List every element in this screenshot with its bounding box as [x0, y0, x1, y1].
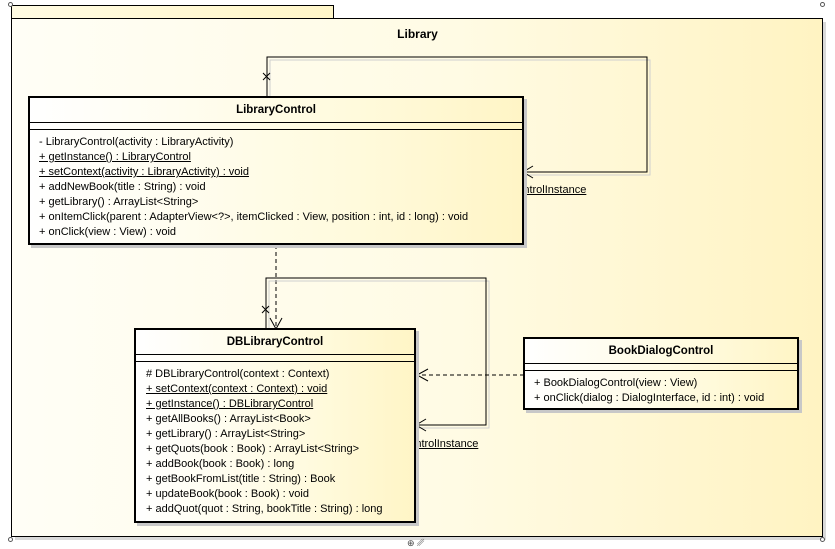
- db-self-association: [265, 277, 487, 426]
- operation: + onClick(dialog : DialogInterface, id :…: [534, 392, 765, 404]
- selection-handle-bottom-right[interactable]: [820, 537, 825, 542]
- book-dialog-to-db-dependency-arrow: [415, 368, 429, 382]
- operation: + getLibrary() : ArrayList<String>: [146, 428, 306, 440]
- operation: + getQuots(book : Book) : ArrayList<Stri…: [146, 443, 360, 455]
- library-self-association: [266, 56, 648, 173]
- db-self-association-x-mark: [261, 305, 270, 314]
- operation: + addNewBook(title : String) : void: [39, 181, 206, 193]
- selection-handle-top-left[interactable]: [8, 2, 13, 7]
- operations-compartment: + BookDialogControl(view : View) + onCli…: [525, 371, 797, 406]
- db-self-role-label: - controlInstance: [397, 438, 479, 450]
- operation: + setContext(context : Context) : void: [146, 383, 328, 395]
- operations-compartment: - LibraryControl(activity : LibraryActiv…: [30, 130, 522, 240]
- operation: + getBookFromList(title : String) : Book: [146, 473, 336, 485]
- class-name: DBLibraryControl: [136, 330, 414, 355]
- selection-handle-bottom-left[interactable]: [8, 537, 13, 542]
- db-self-association-arrow: [415, 418, 427, 432]
- db-self-association-shadow: [268, 280, 490, 429]
- operation: + setContext(activity : LibraryActivity)…: [39, 166, 249, 178]
- class-book-dialog-control[interactable]: BookDialogControl + BookDialogControl(vi…: [523, 337, 799, 410]
- operation: + getInstance() : LibraryControl: [39, 151, 191, 163]
- operation: + updateBook(book : Book) : void: [146, 488, 309, 500]
- library-self-association-x-mark: [262, 72, 271, 81]
- operation: + getInstance() : DBLibraryControl: [146, 398, 314, 410]
- attributes-compartment: [30, 123, 522, 130]
- attributes-compartment: [525, 364, 797, 371]
- operation: + BookDialogControl(view : View): [534, 377, 698, 389]
- library-self-role-label: - controlInstance: [505, 184, 587, 196]
- resize-handle-icon[interactable]: ⊕ ␥: [407, 538, 425, 548]
- operation: + addBook(book : Book) : long: [146, 458, 295, 470]
- operation: + onClick(view : View) : void: [39, 226, 177, 238]
- package-shadow-right: [823, 22, 826, 540]
- class-library-control[interactable]: LibraryControl - LibraryControl(activity…: [28, 96, 524, 245]
- operation: + onItemClick(parent : AdapterView<?>, i…: [39, 211, 469, 223]
- class-db-library-control[interactable]: DBLibraryControl # DBLibraryControl(cont…: [134, 328, 416, 523]
- operation: + getLibrary() : ArrayList<String>: [39, 196, 199, 208]
- package-shadow-bottom: [15, 537, 826, 540]
- class-name: BookDialogControl: [525, 339, 797, 364]
- operation: # DBLibraryControl(context : Context): [146, 368, 330, 380]
- attributes-compartment: [136, 355, 414, 362]
- package-title: Library: [397, 27, 438, 41]
- class-name: LibraryControl: [30, 98, 522, 123]
- operation: - LibraryControl(activity : LibraryActiv…: [39, 136, 234, 148]
- operation: + addQuot(quot : String, bookTitle : Str…: [146, 503, 383, 515]
- operations-compartment: # DBLibraryControl(context : Context) + …: [136, 362, 414, 517]
- selection-handle-top-right[interactable]: [820, 2, 825, 7]
- operation: + getAllBooks() : ArrayList<Book>: [146, 413, 311, 425]
- library-self-association-shadow: [269, 59, 651, 176]
